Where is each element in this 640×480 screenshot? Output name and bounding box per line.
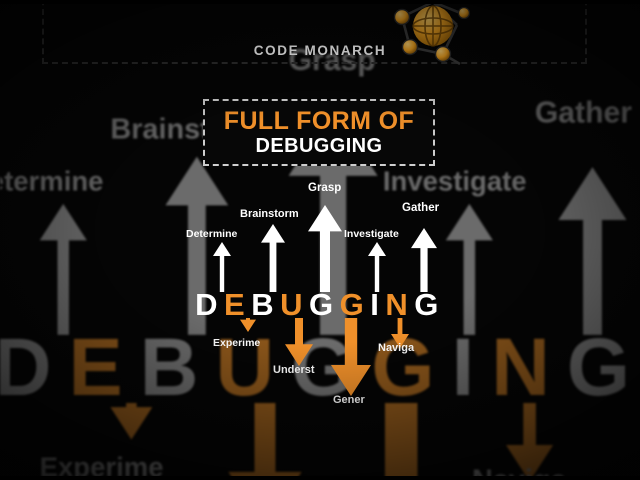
brand-name: CODE MONARCH — [253, 43, 387, 58]
acronym-letter-8: G — [414, 287, 445, 322]
up-label-determine: Determine — [186, 228, 238, 240]
acronym-letter-4: G — [308, 287, 340, 322]
up-label-grasp: Grasp — [308, 182, 342, 194]
down-arrow-g-2 — [329, 318, 373, 396]
acronym-letter-2: B — [251, 287, 281, 322]
down-label-underst: Underst — [273, 364, 315, 376]
acronym-letter-7: N — [385, 287, 415, 322]
up-label-gather: Gather — [402, 202, 440, 214]
up-arrow-d-0 — [211, 242, 233, 292]
up-label-investigate: Investigate — [344, 228, 399, 240]
down-arrow-u-1 — [283, 318, 315, 366]
acronym-letter-6: I — [370, 287, 386, 322]
down-label-experime: Experime — [213, 337, 261, 349]
bottom-letterbox-bar — [0, 476, 640, 480]
title-line-2: DEBUGGING — [255, 135, 383, 157]
down-arrow-e-0 — [238, 318, 258, 332]
network-node-sphere-icon — [385, 0, 475, 82]
up-arrow-g-4 — [409, 228, 439, 292]
acronym-letter-5: G — [339, 287, 371, 322]
up-label-gather: Gather — [534, 99, 632, 131]
down-label-naviga: Naviga — [378, 342, 415, 354]
acronym-word: DEBUGGING — [0, 288, 640, 322]
title-card: FULL FORM OF DEBUGGING — [203, 99, 435, 166]
acronym-letter-1: E — [224, 287, 252, 322]
up-arrow-g-2 — [306, 205, 344, 292]
up-label-brainstorm: Brainstorm — [240, 208, 299, 220]
up-arrow-b-1 — [259, 224, 287, 292]
top-letterbox-bar — [0, 0, 640, 4]
acronym-letter-0: D — [195, 287, 225, 322]
acronym-letter-3: U — [280, 287, 309, 322]
title-line-1: FULL FORM OF — [223, 107, 415, 135]
up-arrow-i-3 — [366, 242, 388, 292]
down-label-gener: Gener — [333, 394, 365, 406]
